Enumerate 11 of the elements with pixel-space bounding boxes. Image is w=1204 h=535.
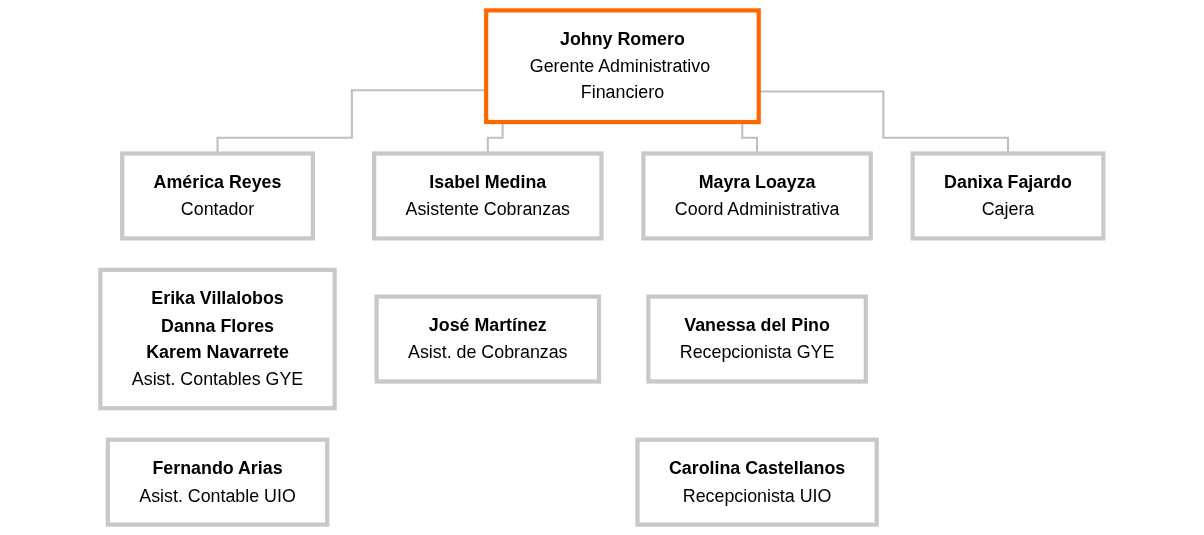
node-box	[635, 437, 879, 527]
node-box	[105, 437, 330, 527]
node-box	[372, 151, 604, 241]
node-box	[484, 8, 761, 125]
node-box	[120, 151, 316, 241]
node-box	[641, 151, 873, 241]
node-box	[374, 294, 602, 384]
node-box	[910, 151, 1106, 241]
node-box	[98, 267, 337, 411]
org-chart: Johny Romero Gerente Administrativo Financiero América Reyes Contador Erika Villalobos Danna Flores Karem Navarrete Asist. Contables GYE Fernando Arias Asist. Contable UIO Isabel Medina Asistente Cobranzas José Martínez Asist. de Cobranzas Mayra Loayza Coord Administrativa Vanessa del Pino Recepcionista GYE Carolina Castellanos Recepcionista UIO Danixa Fajardo Cajera	[92, 2, 1112, 533]
node-box	[646, 294, 868, 384]
